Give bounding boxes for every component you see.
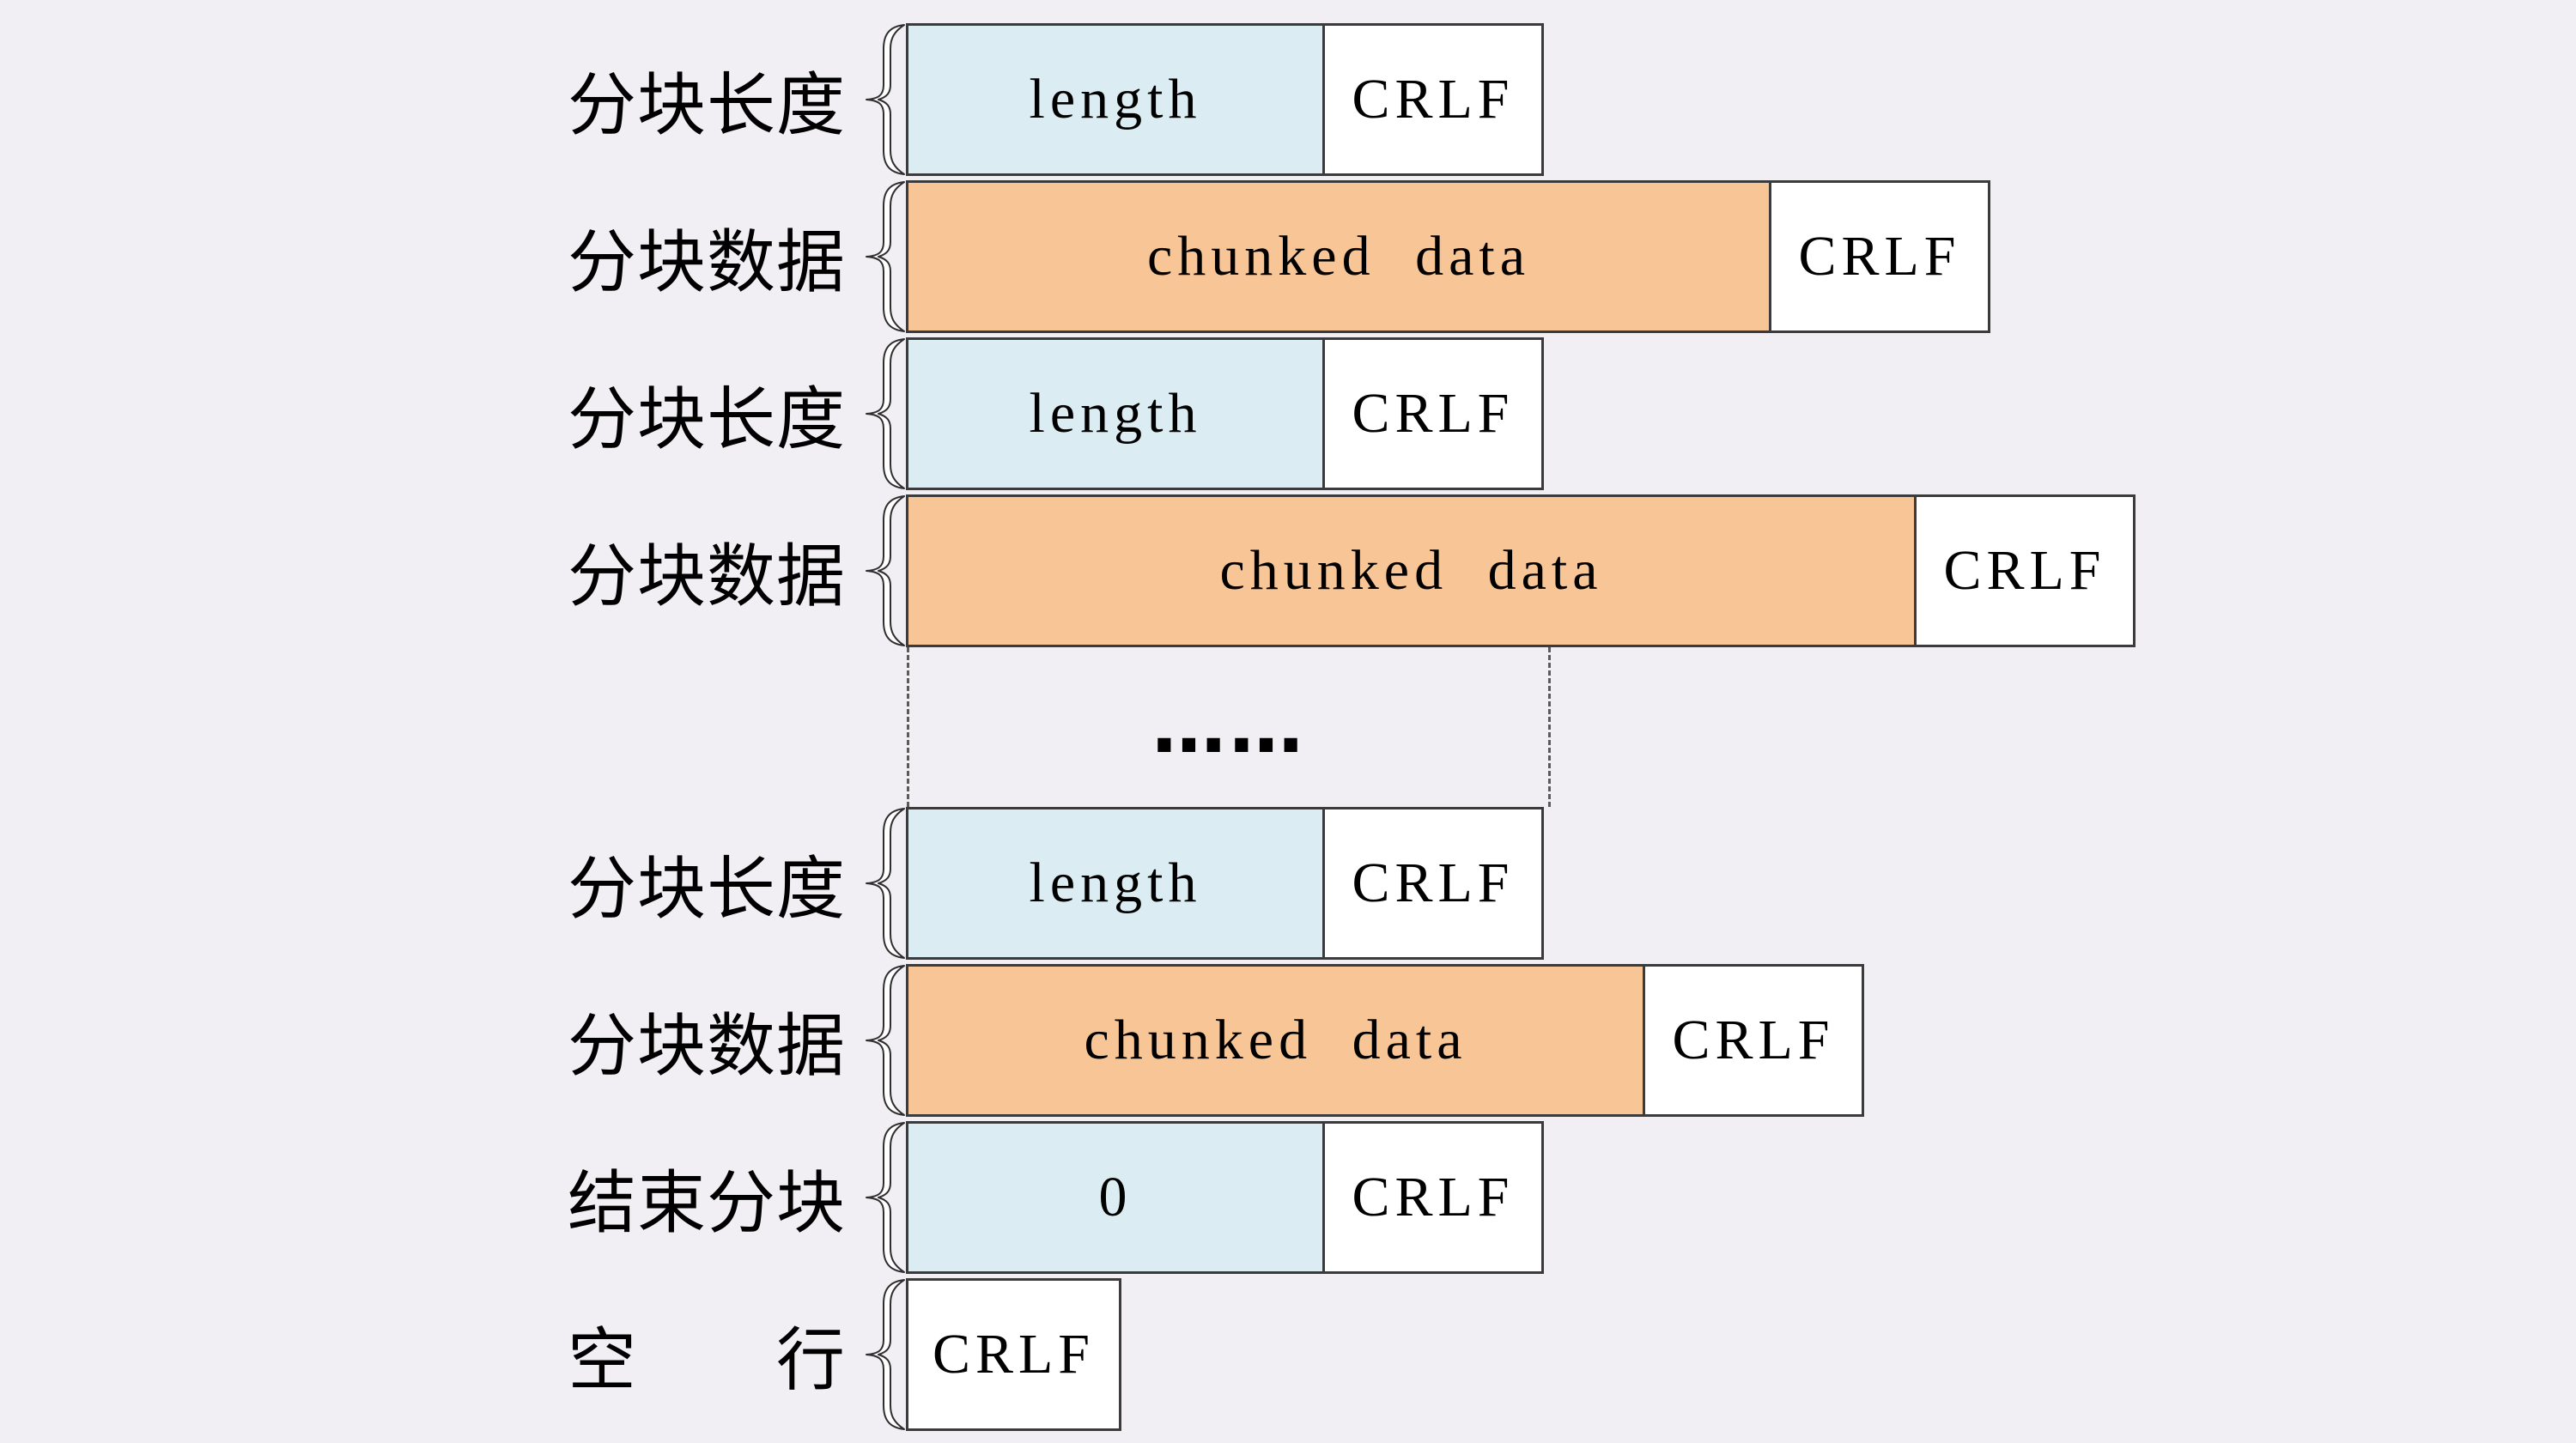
ellipsis-text: …… — [1151, 684, 1307, 770]
cell-text: length — [1029, 852, 1202, 914]
row-label: 结束分块 — [568, 1167, 846, 1242]
cell-text: length — [1029, 382, 1202, 445]
row-empty-line: 空 行 CRLF — [558, 1278, 1121, 1431]
chunked-data-box: chunked data — [906, 180, 1771, 333]
curly-brace-icon — [858, 1121, 906, 1274]
zero-box: 0 — [906, 1121, 1325, 1274]
dashed-line-left — [907, 647, 909, 807]
row-label: 空 行 — [568, 1324, 846, 1399]
cell-text: CRLF — [1352, 382, 1515, 445]
row-end-chunk: 结束分块 0 CRLF — [558, 1121, 1544, 1274]
curly-brace-icon — [858, 180, 906, 333]
cell-text: CRLF — [1352, 1166, 1515, 1228]
cell-text: 0 — [1098, 1166, 1133, 1228]
row-chunk-length-1: 分块长度 length CRLF — [558, 23, 1544, 176]
row-chunk-length-2: 分块长度 length CRLF — [558, 337, 1544, 490]
crlf-box: CRLF — [1322, 1121, 1544, 1274]
cell-text: length — [1029, 68, 1202, 130]
row-chunk-data-3: 分块数据 chunked data CRLF — [558, 964, 1864, 1117]
cell-text: CRLF — [1672, 1009, 1835, 1071]
length-box: length — [906, 337, 1325, 490]
curly-brace-icon — [858, 337, 906, 490]
chunked-data-box: chunked data — [906, 494, 1917, 647]
crlf-box: CRLF — [1322, 337, 1544, 490]
length-box: length — [906, 23, 1325, 176]
crlf-box: CRLF — [1914, 494, 2136, 647]
row-label: 分块数据 — [568, 1009, 846, 1085]
cell-text: CRLF — [1943, 539, 2106, 602]
cell-text: CRLF — [1352, 68, 1515, 130]
chunked-data-box: chunked data — [906, 964, 1645, 1117]
row-label: 分块数据 — [568, 540, 846, 615]
row-label: 分块长度 — [568, 852, 846, 928]
crlf-box: CRLF — [1322, 23, 1544, 176]
curly-brace-icon — [858, 964, 906, 1117]
curly-brace-icon — [858, 1278, 906, 1431]
dashed-line-right — [1548, 647, 1551, 807]
curly-brace-icon — [858, 23, 906, 176]
crlf-box: CRLF — [1322, 807, 1544, 960]
cell-text: chunked data — [1146, 225, 1530, 288]
curly-brace-icon — [858, 807, 906, 960]
row-label: 分块数据 — [568, 226, 846, 301]
row-label: 分块长度 — [568, 69, 846, 144]
cell-text: chunked data — [1084, 1009, 1467, 1071]
curly-brace-icon — [858, 494, 906, 647]
cell-text: CRLF — [1352, 852, 1515, 914]
row-chunk-length-3: 分块长度 length CRLF — [558, 807, 1544, 960]
crlf-box: CRLF — [1769, 180, 1990, 333]
length-box: length — [906, 807, 1325, 960]
row-label: 分块长度 — [568, 383, 846, 458]
row-chunk-data-2: 分块数据 chunked data CRLF — [558, 494, 2136, 647]
cell-text: CRLF — [932, 1323, 1096, 1385]
crlf-box: CRLF — [1643, 964, 1864, 1117]
crlf-box: CRLF — [906, 1278, 1121, 1431]
cell-text: chunked data — [1219, 539, 1603, 602]
cell-text: CRLF — [1798, 225, 1961, 288]
row-chunk-data-1: 分块数据 chunked data CRLF — [558, 180, 1990, 333]
